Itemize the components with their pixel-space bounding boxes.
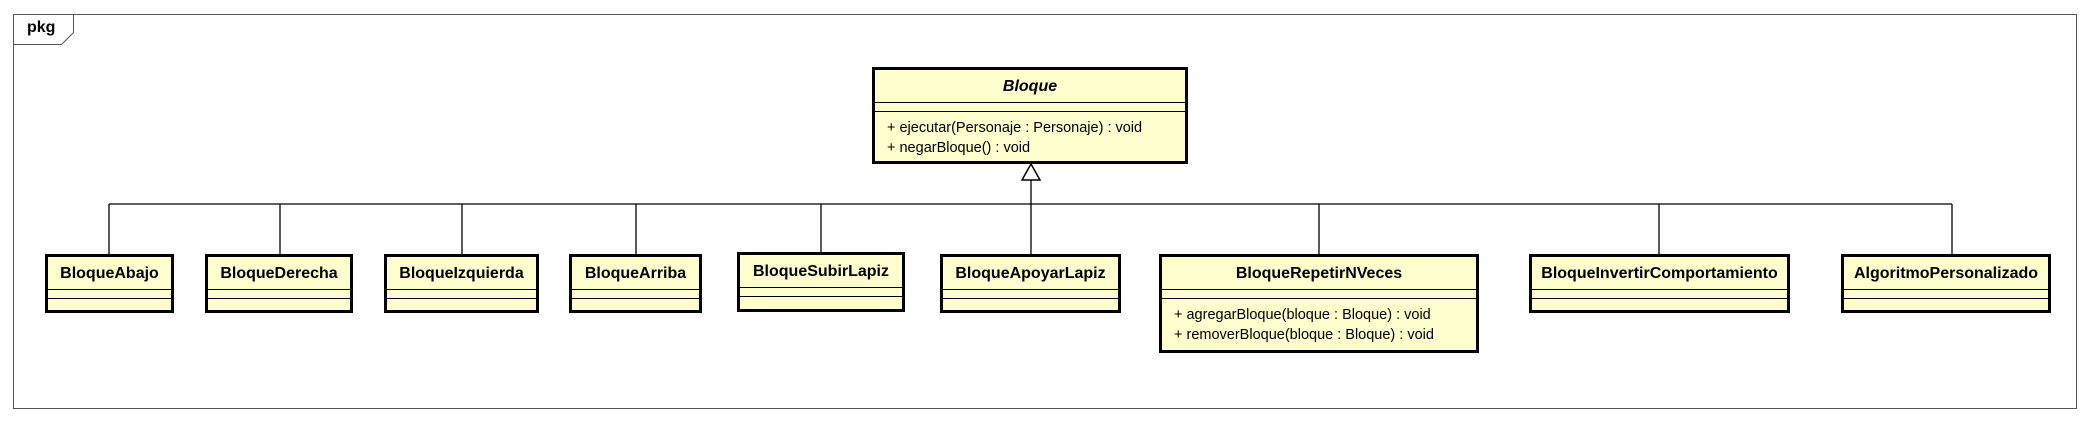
class-name: BloqueRepetirNVeces bbox=[1235, 265, 1403, 282]
inheritance-arrowhead bbox=[1020, 162, 1042, 181]
class-name: BloqueAbajo bbox=[60, 265, 159, 282]
package-frame bbox=[13, 14, 2077, 409]
class-name: BloqueDerecha bbox=[220, 265, 338, 282]
class-name: BloqueIzquierda bbox=[399, 265, 524, 282]
class-name: BloqueApoyarLapiz bbox=[955, 265, 1106, 282]
package-tab bbox=[13, 14, 77, 46]
class-algoritmopersonalizado: AlgoritmoPersonalizado bbox=[1841, 254, 2051, 313]
class-bloqueinvertircomportamiento: BloqueInvertirComportamiento bbox=[1529, 254, 1790, 313]
class-name: AlgoritmoPersonalizado bbox=[1853, 265, 2039, 282]
operation: + removerBloque(bloque : Bloque) : void bbox=[1174, 327, 1434, 343]
class-bloqueapoyarlapiz: BloqueApoyarLapiz bbox=[940, 254, 1121, 313]
class-bloqueizquierda: BloqueIzquierda bbox=[384, 254, 539, 313]
package-label: pkg bbox=[27, 19, 56, 36]
operation: + ejecutar(Personaje : Personaje) : void bbox=[887, 120, 1143, 136]
operation: + negarBloque() : void bbox=[887, 140, 1031, 156]
class-name: BloqueArriba bbox=[584, 265, 687, 282]
class-name: Bloque bbox=[1002, 78, 1058, 95]
operations-list: + agregarBloque(bloque : Bloque) : void … bbox=[1162, 299, 1476, 345]
class-bloqueabajo: BloqueAbajo bbox=[45, 254, 174, 313]
class-name: BloqueSubirLapiz bbox=[753, 263, 889, 280]
class-bloque: Bloque + ejecutar(Personaje : Personaje)… bbox=[872, 67, 1188, 164]
operations-list: + ejecutar(Personaje : Personaje) : void… bbox=[875, 112, 1185, 158]
class-bloquerepetirnveces: BloqueRepetirNVeces + agregarBloque(bloq… bbox=[1159, 254, 1479, 353]
class-bloquesubirlapiz: BloqueSubirLapiz bbox=[737, 252, 905, 312]
class-bloquearriba: BloqueArriba bbox=[569, 254, 702, 313]
class-name: BloqueInvertirComportamiento bbox=[1541, 265, 1778, 282]
operation: + agregarBloque(bloque : Bloque) : void bbox=[1174, 307, 1431, 323]
class-bloquederecha: BloqueDerecha bbox=[205, 254, 353, 313]
